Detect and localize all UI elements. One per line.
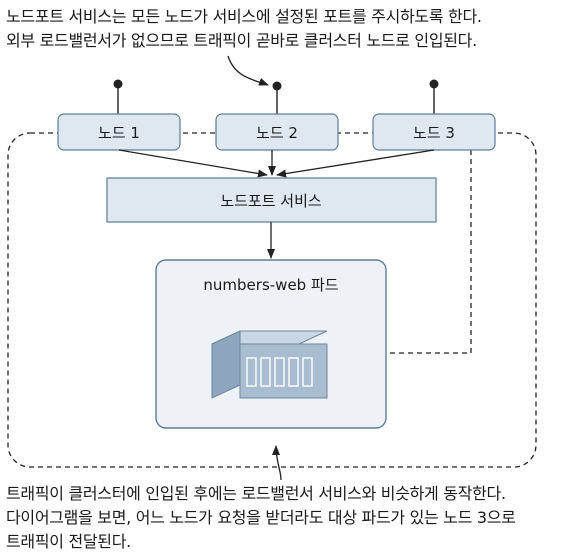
node-1-label: 노드 1 [98, 124, 140, 142]
container-icon [211, 330, 328, 399]
node3-to-service-arrow [276, 149, 435, 178]
pod-label: numbers-web 파드 [203, 276, 338, 294]
port-pin-node-3 [429, 79, 439, 114]
numbers-web-pod: numbers-web 파드 [155, 259, 387, 429]
node1-to-service-arrow [118, 149, 268, 178]
caption-top-line-2: 외부 로드밸런서가 없으므로 트래픽이 곧바로 클러스터 노드로 인입된다. [6, 31, 477, 50]
node-2-label: 노드 2 [256, 124, 298, 142]
port-pin-node-2 [272, 81, 282, 114]
node-1: 노드 1 [57, 113, 181, 151]
port-pin-node-1 [113, 79, 123, 114]
nodeport-service-label: 노드포트 서비스 [220, 192, 322, 210]
top-callout-arrow [227, 55, 269, 86]
caption-top-line-1: 노드포트 서비스는 모든 노드가 서비스에 설정된 포트를 주시하도록 한다. [6, 7, 482, 26]
node-3-label: 노드 3 [413, 124, 455, 142]
caption-top: 노드포트 서비스는 모든 노드가 서비스에 설정된 포트를 주시하도록 한다. … [6, 5, 482, 53]
caption-bottom: 트래픽이 클러스터에 인입된 후에는 로드밸런서 서비스와 비슷하게 동작한다.… [6, 482, 516, 554]
caption-bottom-line-2: 다이어그램을 보면, 어느 노드가 요청을 받더라도 대상 파드가 있는 노드 … [6, 508, 516, 527]
caption-bottom-line-1: 트래픽이 클러스터에 인입된 후에는 로드밸런서 서비스와 비슷하게 동작한다. [6, 484, 506, 503]
node3-to-pod-dashed-route [386, 150, 472, 354]
node-3: 노드 3 [372, 113, 496, 151]
node-2: 노드 2 [215, 113, 339, 151]
cluster-boundary [7, 132, 537, 468]
caption-bottom-line-3: 트래픽이 전달된다. [6, 532, 131, 551]
nodeport-service: 노드포트 서비스 [106, 177, 437, 223]
bottom-callout-arrow [272, 445, 282, 481]
